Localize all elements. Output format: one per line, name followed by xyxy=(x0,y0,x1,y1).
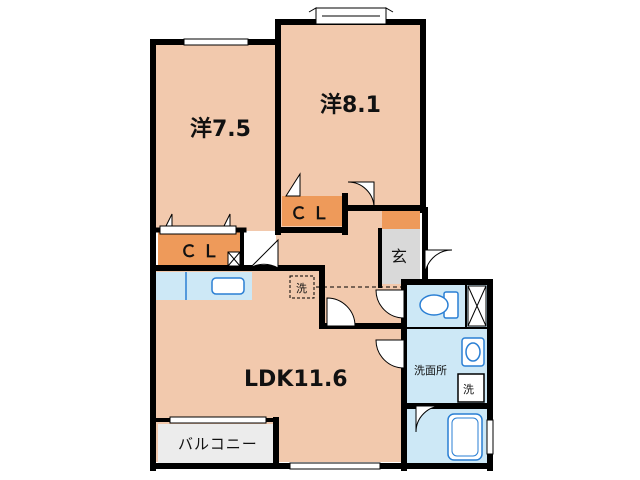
door-bath xyxy=(415,405,443,433)
room-label-ldk: LDK11.6 xyxy=(244,367,348,392)
vanity xyxy=(461,337,485,367)
balcony-floor xyxy=(158,424,276,464)
closet-left-gap xyxy=(159,225,237,235)
windows xyxy=(169,7,494,470)
washer-box xyxy=(457,373,485,403)
thin-walls xyxy=(404,284,490,329)
closet-left-label: ＣＬ xyxy=(180,242,224,262)
toilet xyxy=(419,291,459,319)
bathtub xyxy=(447,413,483,461)
room-label-western-left: 洋7.5 xyxy=(190,116,251,142)
door-washroom xyxy=(375,339,405,369)
entrance-label: 玄 xyxy=(391,247,407,266)
door-ldk xyxy=(326,297,356,327)
door-closet-right xyxy=(285,172,301,197)
laundry-pan-label: 洗 xyxy=(296,282,307,295)
door-left-bedroom xyxy=(249,238,279,269)
kitchen-fixtures xyxy=(185,272,245,300)
door-entrance xyxy=(424,249,453,278)
window-balcony xyxy=(169,416,267,424)
kitchen-sink xyxy=(211,277,245,295)
window-left-bedroom xyxy=(183,38,249,46)
washer-label: 洗 xyxy=(463,383,474,396)
closet-left-floor xyxy=(158,231,240,268)
balcony-label: バルコニー xyxy=(178,435,258,453)
window-bath xyxy=(486,419,494,455)
closet-right-floor xyxy=(282,196,342,226)
entrance-step-floor xyxy=(382,209,420,229)
room-western-left-floor xyxy=(156,45,276,231)
bay-window-detail xyxy=(308,7,394,24)
washroom-label: 洗面所 xyxy=(414,364,447,377)
door-toilet xyxy=(375,289,405,319)
closet-right-label: ＣＬ xyxy=(290,204,334,224)
laundry-pan xyxy=(289,275,315,299)
door-right-bedroom xyxy=(347,181,375,209)
window-ldk-bottom xyxy=(289,462,381,470)
floor-fills xyxy=(156,25,488,464)
room-label-western-right: 洋8.1 xyxy=(320,92,381,118)
entrance-floor xyxy=(382,229,420,284)
room-western-right-floor xyxy=(280,25,420,205)
